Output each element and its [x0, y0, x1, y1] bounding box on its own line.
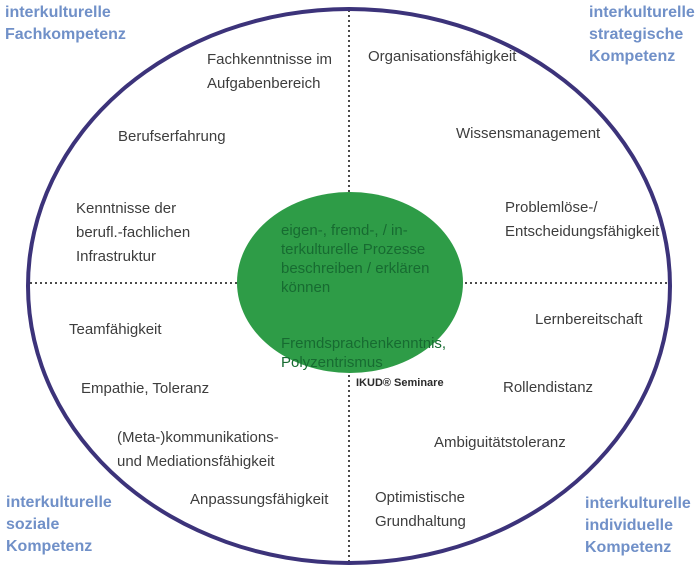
corner-label-fachkompetenz: interkulturelle Fachkompetenz	[5, 4, 126, 43]
label-lernbereitschaft: Lernbereitschaft	[535, 311, 643, 328]
brand-ikud-seminare: IKUD® Seminare	[356, 377, 444, 389]
center-text-processes: eigen-, fremd-, / in- terkulturelle Proz…	[281, 222, 430, 296]
label-rollendistanz: Rollendistanz	[503, 379, 594, 396]
label-optimistische-grundhaltung: Optimistische Grundhaltung	[375, 489, 466, 530]
label-wissensmanagement: Wissensmanagement	[456, 125, 601, 142]
label-meta-kommunikation-mediation: (Meta-)kommunikations- und Mediationsfäh…	[117, 429, 279, 470]
label-kenntnisse-infrastruktur: Kenntnisse der berufl.-fachlichen Infras…	[76, 200, 191, 265]
label-ambiguitaetstoleranz: Ambiguitätstoleranz	[434, 434, 566, 451]
corner-label-strategische-kompetenz: interkulturelle strategische Kompetenz	[589, 4, 695, 65]
label-teamfaehigkeit: Teamfähigkeit	[69, 321, 162, 338]
center-green-ellipse	[237, 192, 463, 373]
label-fachkenntnisse: Fachkenntnisse im Aufgabenbereich	[207, 51, 333, 92]
center-text: eigen-, fremd-, / in- terkulturelle Proz…	[281, 202, 453, 391]
corner-label-soziale-kompetenz: interkulturelle soziale Kompetenz	[6, 494, 112, 555]
label-anpassungsfaehigkeit: Anpassungsfähigkeit	[190, 491, 329, 508]
label-empathie-toleranz: Empathie, Toleranz	[81, 380, 210, 397]
label-problemloese-entscheidungsfaehigkeit: Problemlöse-/ Entscheidungsfähigkeit	[505, 199, 660, 240]
outer-ellipse	[26, 7, 672, 565]
label-berufserfahrung: Berufserfahrung	[118, 128, 226, 145]
corner-label-individuelle-kompetenz: interkulturelle individuelle Kompetenz	[585, 495, 691, 556]
center-text-language-polycentrism: Fremdsprachenkenntnis, Polyzentrismus	[281, 335, 447, 371]
label-organisationsfaehigkeit: Organisationsfähigkeit	[368, 48, 517, 65]
